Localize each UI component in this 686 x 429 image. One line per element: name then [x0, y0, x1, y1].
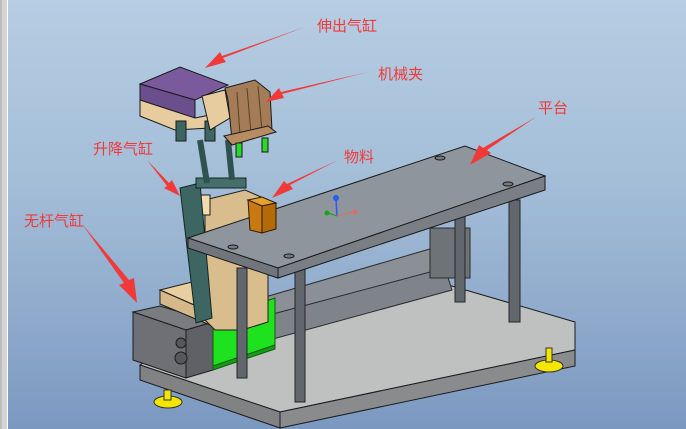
label-material: 物料: [344, 148, 375, 166]
label-lift-cylinder: 升降气缸: [93, 140, 154, 158]
leveling-feet: [153, 347, 564, 409]
arrow-lift-cylinder: [147, 160, 180, 196]
arrow-extend-cylinder: [205, 27, 305, 68]
arrow-rodless-cylinder: [82, 224, 137, 303]
axis-triad-icon: [324, 195, 358, 217]
arrow-platform: [470, 117, 536, 165]
label-platform: 平台: [538, 99, 569, 117]
lift-cylinder-frame: [179, 139, 247, 324]
platform: [186, 145, 547, 279]
label-rodless-cylinder: 无杆气缸: [24, 212, 85, 230]
label-extend-cylinder: 伸出气缸: [317, 17, 378, 35]
material-block: [246, 196, 278, 234]
annotation-arrows: [82, 27, 536, 303]
window-left-border: [0, 0, 8, 429]
arrow-gripper: [266, 72, 368, 102]
label-mechanical-gripper: 机械夹: [378, 65, 424, 83]
arrow-material: [272, 160, 338, 198]
rodless-cylinder-block: [131, 305, 215, 379]
mechanical-gripper: [201, 79, 278, 158]
extend-cylinder: [138, 66, 230, 142]
